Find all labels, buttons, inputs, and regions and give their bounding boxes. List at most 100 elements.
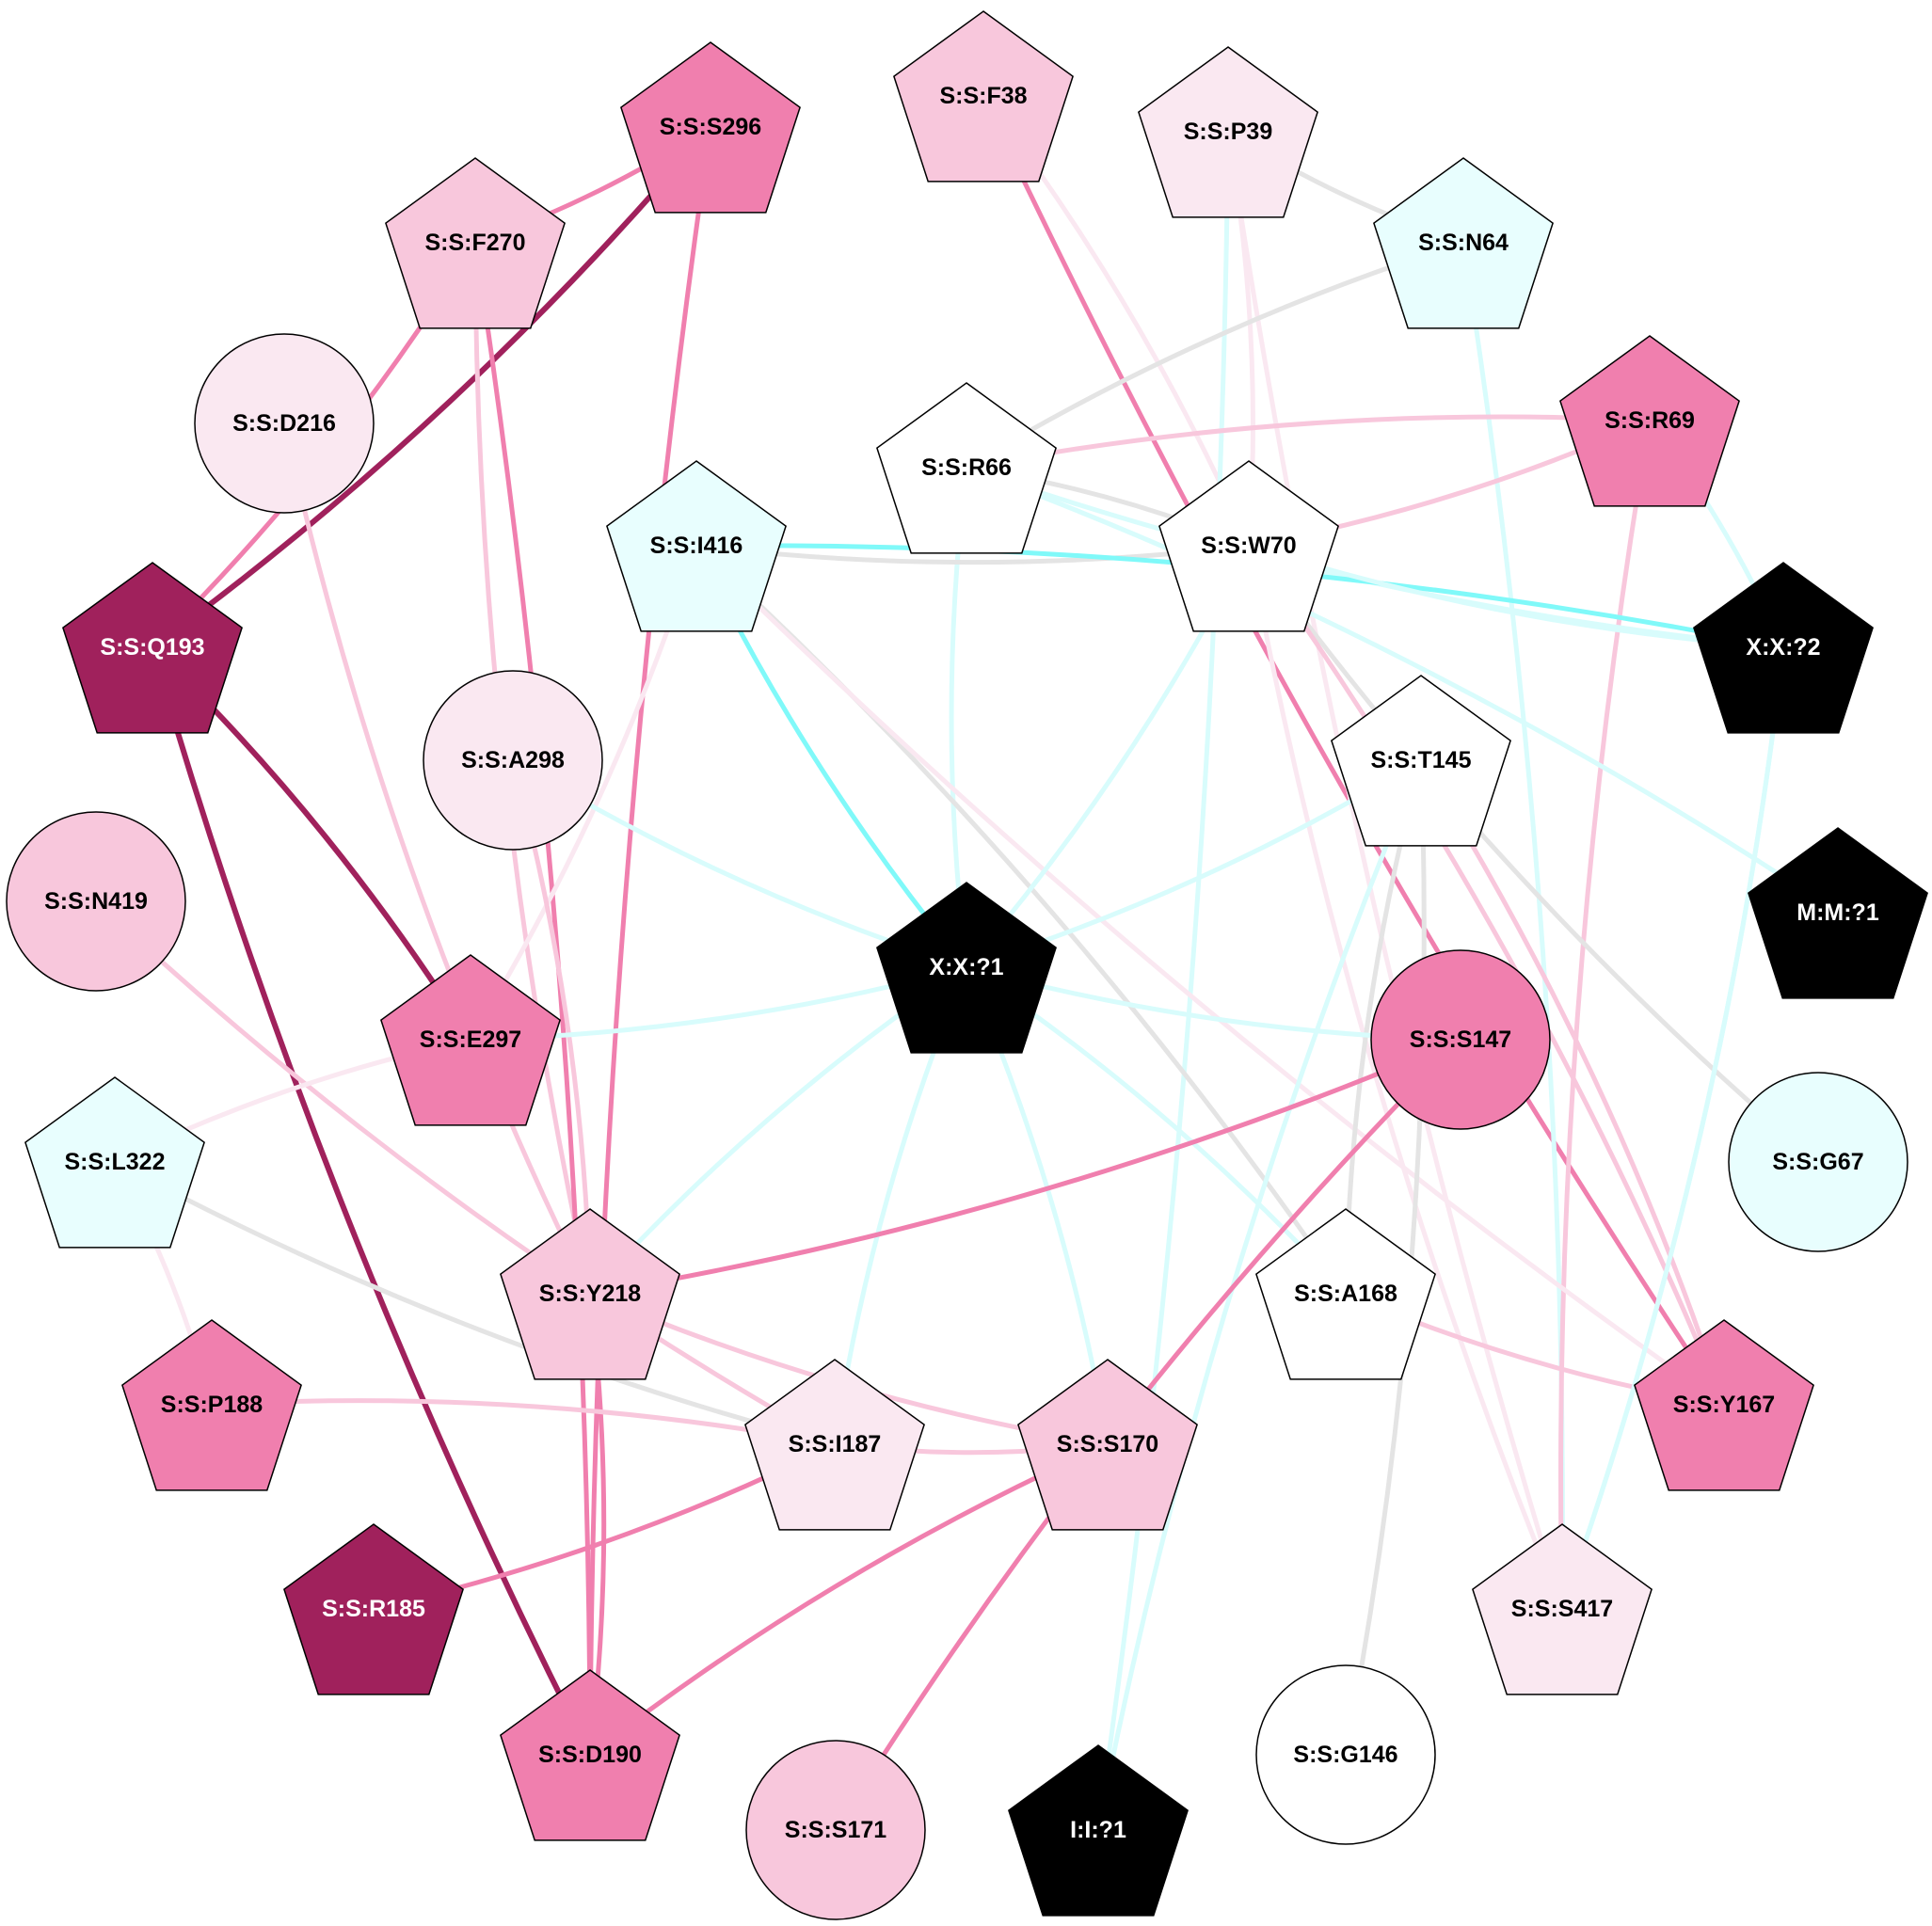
node-label-F38: S:S:F38: [939, 83, 1027, 109]
node-S417[interactable]: S:S:S417: [1472, 1523, 1653, 1695]
edge-P188-I187: [209, 1398, 838, 1447]
node-X2[interactable]: X:X:?2: [1693, 562, 1874, 734]
node-I416[interactable]: S:S:I416: [606, 460, 787, 632]
node-label-S296: S:S:S296: [660, 114, 761, 140]
node-shape-I1: [1008, 1744, 1189, 1917]
edge-I416-Y167: [694, 543, 1727, 1408]
node-label-D190: S:S:D190: [538, 1742, 642, 1768]
node-shape-N64: [1373, 157, 1554, 329]
node-D190[interactable]: S:S:D190: [500, 1669, 680, 1841]
node-A298[interactable]: S:S:A298: [423, 670, 603, 851]
node-shape-R185: [283, 1523, 464, 1695]
edge-X2-S417: [1559, 645, 1786, 1612]
node-label-W70: S:S:W70: [1201, 533, 1296, 559]
node-R185[interactable]: S:S:R185: [283, 1523, 464, 1695]
node-label-G146: S:S:G146: [1293, 1742, 1397, 1768]
node-label-P188: S:S:P188: [161, 1392, 263, 1418]
node-shape-Y218: [500, 1208, 680, 1380]
node-Q193[interactable]: S:S:Q193: [62, 562, 243, 734]
node-T145[interactable]: S:S:T145: [1331, 675, 1511, 847]
node-P39[interactable]: S:S:P39: [1138, 46, 1318, 218]
node-shape-X1: [876, 882, 1057, 1054]
edge-W70-S417: [1246, 543, 1565, 1612]
edge-R66-M1: [964, 465, 1841, 915]
node-shape-R69: [1559, 335, 1740, 507]
node-I1[interactable]: I:I:?1: [1008, 1744, 1189, 1917]
node-shape-P39: [1138, 46, 1318, 218]
node-label-L322: S:S:L322: [65, 1149, 166, 1175]
node-shape-I416: [606, 460, 787, 632]
node-shape-S147: [1370, 949, 1551, 1130]
node-label-Y167: S:S:Y167: [1673, 1392, 1775, 1418]
node-L322[interactable]: S:S:L322: [24, 1076, 205, 1249]
node-label-A168: S:S:A168: [1294, 1281, 1397, 1307]
node-G67[interactable]: S:S:G67: [1728, 1072, 1908, 1252]
node-label-D216: S:S:D216: [232, 410, 336, 437]
node-label-S171: S:S:S171: [785, 1817, 886, 1843]
node-Y167[interactable]: S:S:Y167: [1634, 1319, 1814, 1491]
edge-R69-R66: [964, 414, 1653, 470]
edge-N64-S417: [1461, 240, 1565, 1612]
edge-S170-D190: [587, 1441, 1110, 1758]
node-label-A298: S:S:A298: [461, 747, 565, 773]
node-label-N419: S:S:N419: [44, 888, 148, 915]
node-shape-P188: [121, 1319, 302, 1491]
node-D216[interactable]: S:S:D216: [194, 333, 375, 514]
node-S170[interactable]: S:S:S170: [1017, 1359, 1198, 1531]
node-Y218[interactable]: S:S:Y218: [500, 1208, 680, 1380]
node-label-R69: S:S:R69: [1605, 407, 1695, 434]
node-X1[interactable]: X:X:?1: [876, 882, 1057, 1054]
node-label-Q193: S:S:Q193: [100, 634, 204, 661]
node-label-F270: S:S:F270: [425, 230, 526, 256]
node-G146[interactable]: S:S:G146: [1255, 1664, 1436, 1845]
node-shape-S170: [1017, 1359, 1198, 1531]
edge-P39-S417: [1225, 129, 1565, 1612]
node-S171[interactable]: S:S:S171: [745, 1740, 926, 1920]
node-shape-X2: [1693, 562, 1874, 734]
node-label-I1: I:I:?1: [1070, 1817, 1126, 1843]
edge-P39-I1: [1095, 129, 1231, 1833]
node-A168[interactable]: S:S:A168: [1255, 1208, 1436, 1380]
edge-F38-Y167: [981, 93, 1727, 1408]
node-shape-M1: [1748, 827, 1928, 999]
node-shape-I187: [744, 1359, 925, 1531]
node-label-G67: S:S:G67: [1772, 1149, 1863, 1175]
node-W70[interactable]: S:S:W70: [1158, 460, 1339, 632]
node-S147[interactable]: S:S:S147: [1370, 949, 1551, 1130]
node-N419[interactable]: S:S:N419: [6, 811, 186, 992]
node-label-X2: X:X:?2: [1746, 634, 1820, 661]
edge-T145-Y167: [1418, 757, 1727, 1408]
node-shape-W70: [1158, 460, 1339, 632]
node-shape-T145: [1331, 675, 1511, 847]
node-F38[interactable]: S:S:F38: [893, 10, 1074, 183]
node-I187[interactable]: S:S:I187: [744, 1359, 925, 1531]
node-E297[interactable]: S:S:E297: [380, 954, 561, 1126]
edge-N64-R66: [964, 240, 1466, 470]
node-label-S147: S:S:S147: [1410, 1027, 1511, 1053]
node-label-R185: S:S:R185: [322, 1596, 425, 1622]
node-shape-F270: [385, 157, 566, 329]
node-shape-E297: [380, 954, 561, 1126]
node-R69[interactable]: S:S:R69: [1559, 335, 1740, 507]
edge-S296-Q193: [150, 124, 713, 650]
node-label-M1: M:M:?1: [1796, 899, 1879, 926]
node-shape-L322: [24, 1076, 205, 1249]
node-M1[interactable]: M:M:?1: [1748, 827, 1928, 999]
edge-F270-D190: [472, 240, 593, 1758]
node-shape-F38: [893, 10, 1074, 183]
node-F270[interactable]: S:S:F270: [385, 157, 566, 329]
edge-W70-G67: [1246, 543, 1821, 1165]
node-S296[interactable]: S:S:S296: [620, 41, 801, 214]
edge-R69-S417: [1558, 418, 1653, 1612]
node-shape-A298: [423, 670, 603, 851]
node-N64[interactable]: S:S:N64: [1373, 157, 1554, 329]
edge-S147-Y218: [587, 1037, 1463, 1297]
node-P188[interactable]: S:S:P188: [121, 1319, 302, 1491]
node-shape-N419: [6, 811, 186, 992]
node-label-S417: S:S:S417: [1511, 1596, 1613, 1622]
node-label-N64: S:S:N64: [1418, 230, 1509, 256]
node-label-I187: S:S:I187: [789, 1431, 882, 1457]
edge-Q193-D190: [150, 645, 593, 1758]
node-R66[interactable]: S:S:R66: [876, 382, 1057, 554]
